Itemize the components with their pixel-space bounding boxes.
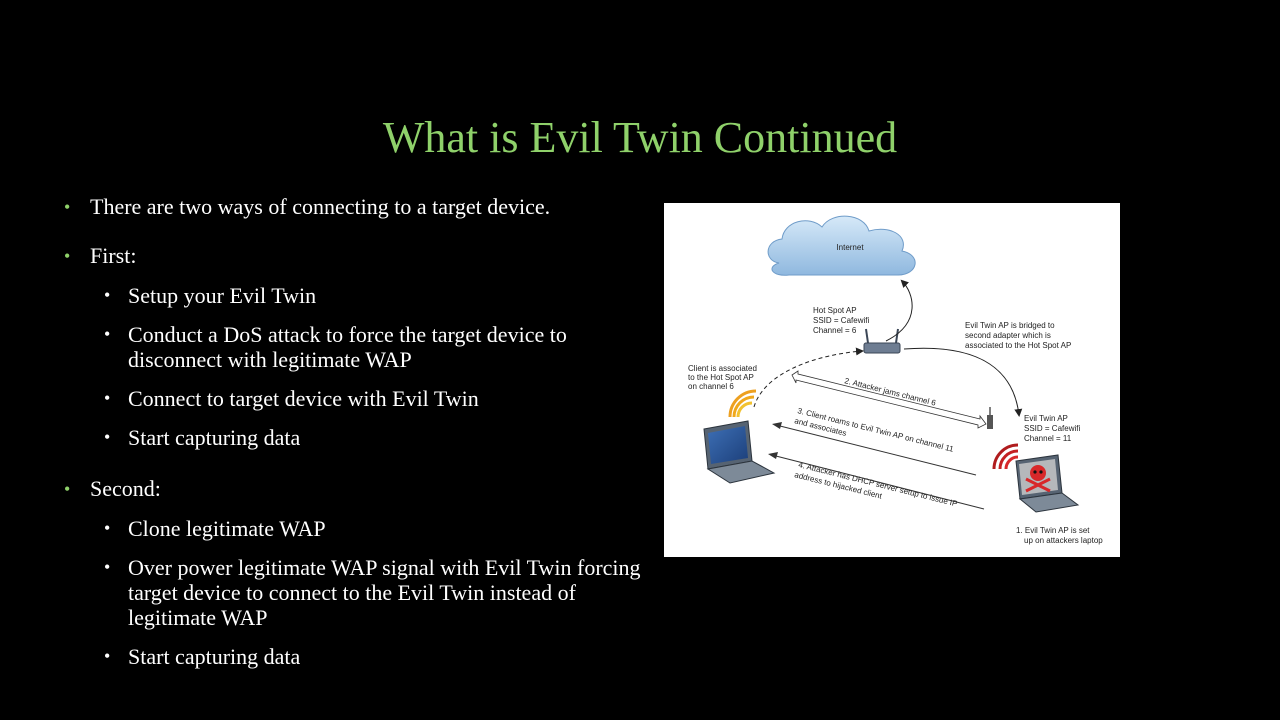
roam-arrow [772, 422, 977, 476]
bullet-list: • There are two ways of connecting to a … [64, 194, 644, 683]
bullet-dot-icon: • [64, 246, 71, 266]
sub-bullet-dot-icon: • [104, 324, 111, 344]
sub-bullet-dot-icon: • [104, 518, 111, 538]
sub-bullet-item: • Conduct a DoS attack to force the targ… [64, 322, 644, 372]
step1-label-2: up on attackers laptop [1024, 536, 1103, 545]
client-wifi-icon [728, 389, 757, 418]
step1-label-1: 1. Evil Twin AP is set [1016, 526, 1090, 535]
sub-bullet-dot-icon: • [104, 427, 111, 447]
bridge-label-3: associated to the Hot Spot AP [965, 341, 1071, 350]
sub-bullet-item: • Connect to target device with Evil Twi… [64, 386, 644, 411]
hotspot-router-icon [863, 328, 901, 354]
internet-link-arrow [885, 279, 913, 342]
sub-bullet-dot-icon: • [104, 388, 111, 408]
bullet-text: There are two ways of connecting to a ta… [90, 194, 551, 219]
hotspot-label-1: Hot Spot AP [813, 306, 857, 315]
client-label-1: Client is associated [688, 364, 757, 373]
hotspot-label-3: Channel = 6 [813, 326, 857, 335]
sub-bullet-item: • Over power legitimate WAP signal with … [64, 555, 644, 630]
bridge-link-arrow [903, 347, 1023, 417]
bridge-label-1: Evil Twin AP is bridged to [965, 321, 1055, 330]
sub-bullet-item: • Start capturing data [64, 644, 644, 669]
sub-bullet-item: • Setup your Evil Twin [64, 283, 644, 308]
jam-arrow [791, 370, 987, 429]
bullet-item: • First: [64, 243, 644, 269]
sub-bullet-text: Connect to target device with Evil Twin [128, 386, 479, 411]
sub-bullet-dot-icon: • [104, 557, 111, 577]
evil-twin-wifi-icon [992, 443, 1019, 470]
eviltwin-label-2: SSID = Cafewifi [1024, 424, 1080, 433]
eviltwin-label-1: Evil Twin AP [1024, 414, 1068, 423]
client-association-arrow [753, 347, 864, 408]
diagram-svg: Internet Hot Spot AP SSID = Cafewifi Cha… [688, 215, 1103, 545]
evil-twin-antenna-icon [987, 407, 993, 429]
dhcp-arrow [768, 452, 985, 510]
sub-bullet-text: Start capturing data [128, 425, 301, 450]
evil-twin-diagram: Internet Hot Spot AP SSID = Cafewifi Cha… [664, 203, 1120, 557]
bullet-item: • Second: [64, 476, 644, 502]
sub-bullet-text: Conduct a DoS attack to force the target… [128, 322, 567, 372]
sub-bullet-dot-icon: • [104, 285, 111, 305]
sub-bullet-text: Start capturing data [128, 644, 301, 669]
bullet-dot-icon: • [64, 197, 71, 217]
eviltwin-label-3: Channel = 11 [1024, 434, 1072, 443]
sub-bullet-item: • Clone legitimate WAP [64, 516, 644, 541]
bullet-text: First: [90, 243, 137, 268]
bridge-label-2: second adapter which is [965, 331, 1051, 340]
bullet-dot-icon: • [64, 479, 71, 499]
client-label-2: to the Hot Spot AP [688, 373, 754, 382]
internet-label: Internet [836, 243, 864, 252]
sub-bullet-dot-icon: • [104, 646, 111, 666]
spacer [64, 464, 644, 476]
hotspot-label-2: SSID = Cafewifi [813, 316, 869, 325]
internet-cloud-icon [767, 215, 916, 276]
client-laptop-icon [703, 420, 776, 484]
sub-bullet-text: Clone legitimate WAP [128, 516, 326, 541]
client-label-3: on channel 6 [688, 382, 734, 391]
slide-title: What is Evil Twin Continued [382, 113, 898, 162]
sub-bullet-item: • Start capturing data [64, 425, 644, 450]
attacker-laptop-icon [1015, 454, 1080, 513]
bullet-item: • There are two ways of connecting to a … [64, 194, 644, 220]
sub-bullet-text: Over power legitimate WAP signal with Ev… [128, 555, 641, 630]
sub-bullet-text: Setup your Evil Twin [128, 283, 317, 308]
bullet-text: Second: [90, 476, 161, 501]
